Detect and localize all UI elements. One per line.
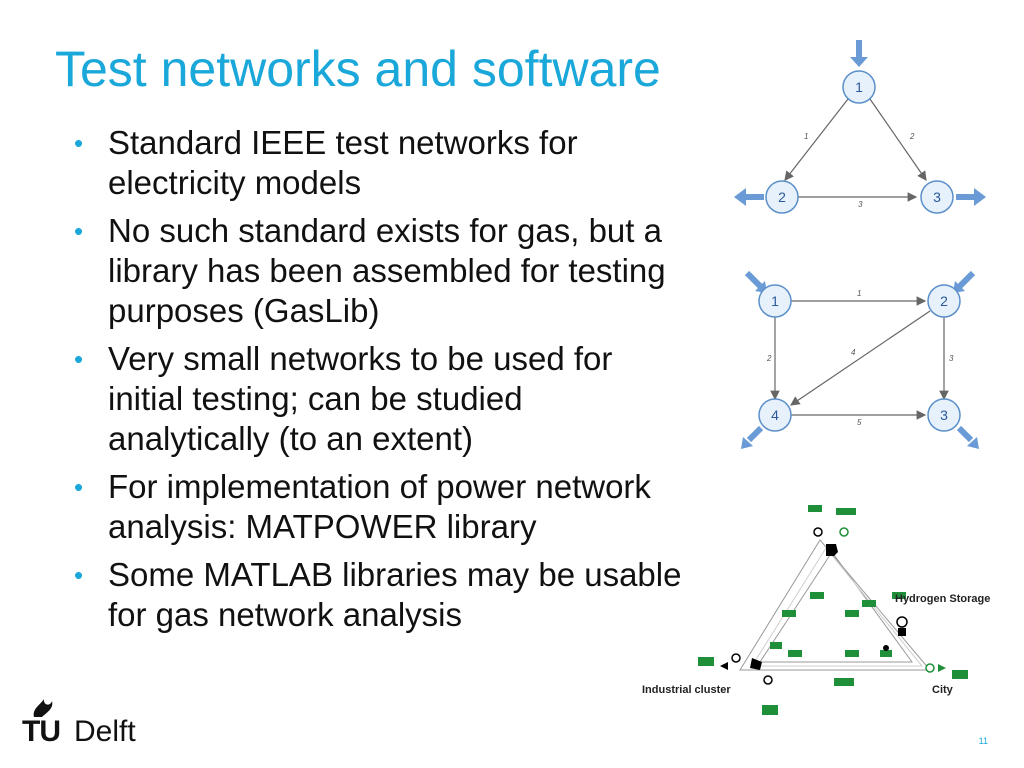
bullet-icon: •	[74, 344, 84, 374]
compressor-icon	[813, 527, 849, 556]
svg-text:2: 2	[940, 293, 948, 309]
bullet-item: •No such standard exists for gas, but a …	[74, 212, 666, 329]
storage-icon	[883, 616, 908, 651]
edge-label: 2	[909, 132, 915, 141]
hydrogen-storage-label: Hydrogen Storage	[895, 593, 990, 605]
bullet-icon: •	[74, 560, 84, 590]
bullet-item: •Standard IEEE test networks for electri…	[74, 124, 578, 201]
network-node: 4	[758, 398, 792, 432]
edge-label: 3	[858, 200, 863, 209]
logo-delft: Delft	[74, 715, 136, 748]
network-diagram-3-node: 1 2 3 1 2 3	[734, 40, 986, 214]
svg-text:2: 2	[778, 189, 786, 205]
slide-title: Test networks and software	[55, 41, 661, 97]
network-diagram-4-node: 1 2 3 4 5 1 2 3 4	[741, 270, 979, 449]
network-node: 1	[842, 70, 876, 104]
network-node: 2	[927, 284, 961, 318]
network-edge	[869, 98, 927, 181]
page-number: 11	[978, 736, 988, 746]
outflow-arrow-icon	[956, 188, 986, 206]
svg-text:4: 4	[771, 407, 779, 423]
industrial-cluster-label: Industrial cluster	[642, 684, 731, 696]
city-label: City	[932, 684, 954, 696]
network-edge	[790, 310, 931, 406]
bullet-item: •Some MATLAB libraries may be usable for…	[74, 556, 682, 633]
network-node: 3	[920, 180, 954, 214]
network-node: 1	[758, 284, 792, 318]
bullet-icon: •	[74, 216, 84, 246]
svg-text:3: 3	[933, 189, 941, 205]
outflow-arrow-icon	[734, 188, 764, 206]
edge-label: 3	[949, 354, 954, 363]
outflow-arrow-icon	[741, 425, 764, 449]
flame-icon	[33, 699, 53, 717]
svg-text:1: 1	[855, 79, 863, 95]
svg-text:3: 3	[940, 407, 948, 423]
edge-label: 2	[766, 354, 772, 363]
svg-text:1: 1	[771, 293, 779, 309]
industrial-node-icon	[720, 653, 773, 685]
bullet-list: •Standard IEEE test networks for electri…	[70, 123, 690, 643]
info-box-group	[698, 505, 968, 715]
inflow-arrow-icon	[850, 40, 868, 67]
network-edge	[784, 98, 849, 181]
network-node: 3	[927, 398, 961, 432]
edge-label: 1	[857, 289, 861, 298]
city-node-icon	[925, 663, 946, 673]
tu-delft-logo: TU Delft	[22, 697, 162, 749]
bullet-item: •Very small networks to be used for init…	[74, 340, 613, 457]
edge-label: 4	[851, 348, 856, 357]
logo-tu: TU	[22, 715, 61, 748]
edge-label: 1	[804, 132, 808, 141]
bullet-item: •For implementation of power network ana…	[74, 468, 651, 545]
hydrogen-network-diagram: Hydrogen Storage Industrial cluster City	[642, 505, 990, 715]
outflow-arrow-icon	[956, 425, 979, 449]
bullet-icon: •	[74, 128, 84, 158]
edge-label: 5	[857, 418, 862, 427]
bullet-icon: •	[74, 472, 84, 502]
pipeline-triangle	[739, 539, 932, 671]
network-node: 2	[765, 180, 799, 214]
